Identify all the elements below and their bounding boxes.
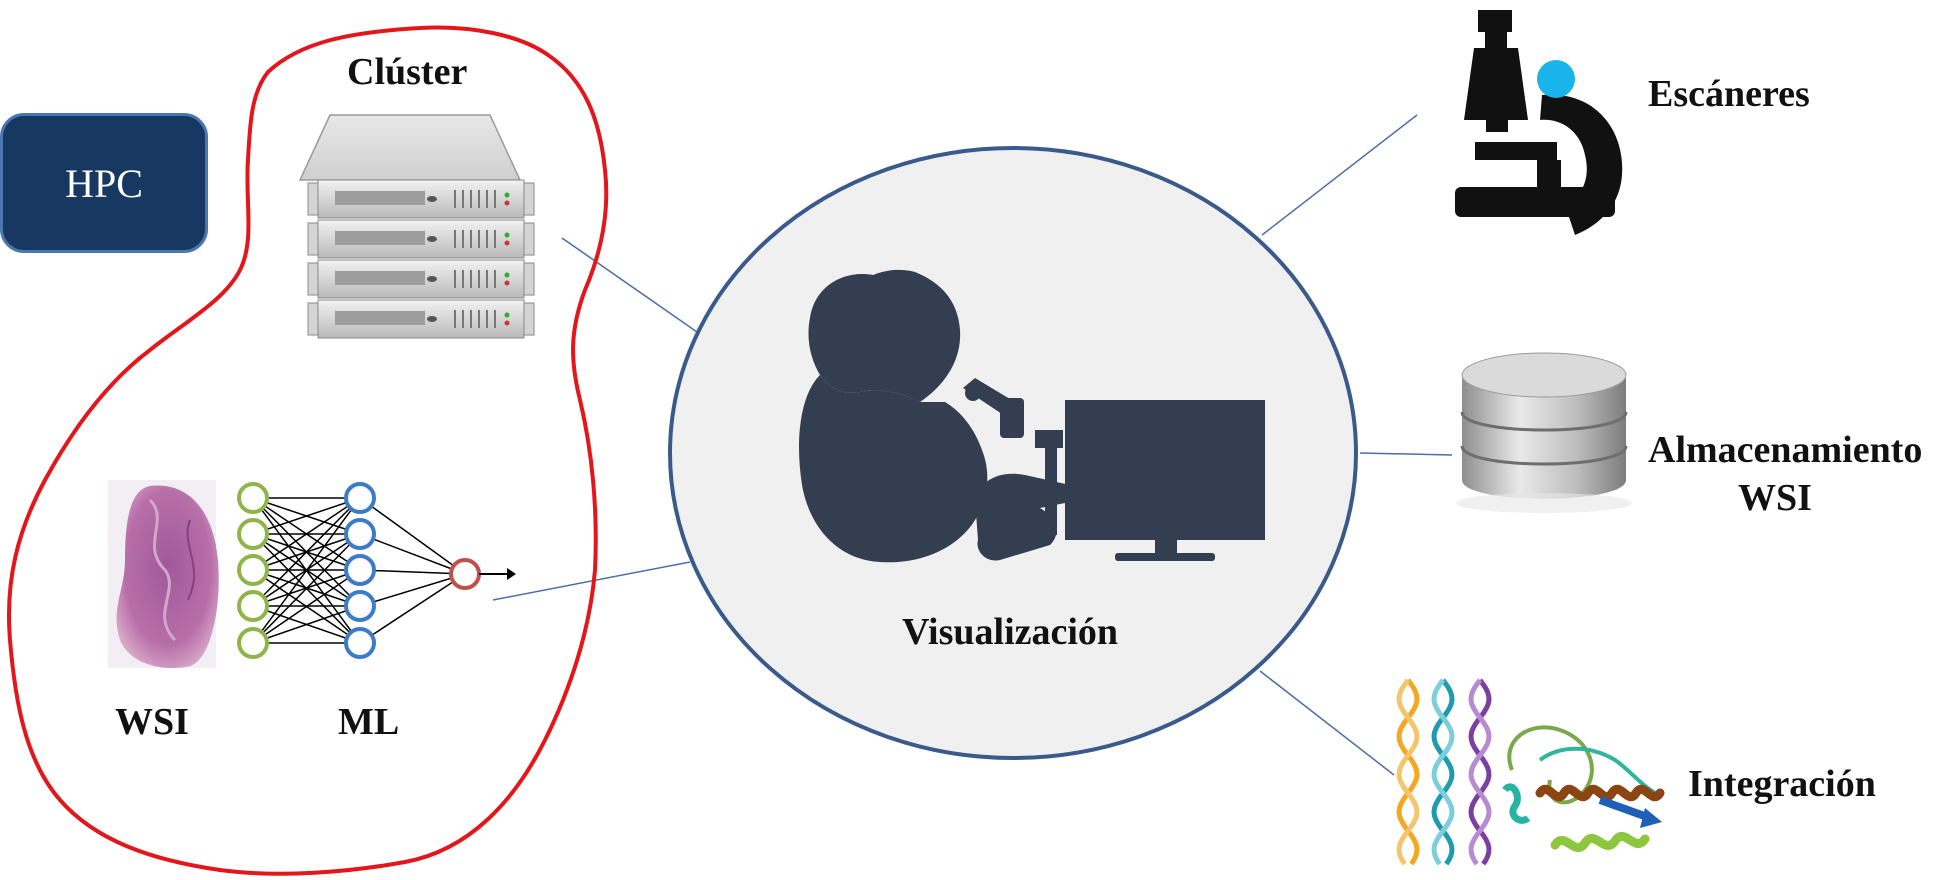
dna-strand bbox=[1396, 678, 1420, 866]
nn-hidden-node bbox=[344, 518, 376, 550]
nn-hidden-node bbox=[344, 627, 376, 659]
integration-label: Integración bbox=[1688, 763, 1876, 805]
nn-hidden-node bbox=[344, 590, 376, 622]
dna-strand bbox=[1396, 678, 1420, 866]
cluster-outline bbox=[6, 25, 609, 876]
pathologist-microscope-icon bbox=[799, 269, 1265, 563]
visualization-label: Visualización bbox=[902, 611, 1119, 653]
dna-strand bbox=[1431, 678, 1455, 866]
neural-network-icon bbox=[237, 482, 516, 659]
nn-hidden-node bbox=[344, 554, 376, 586]
scanners-label: Escáneres bbox=[1648, 73, 1810, 115]
storage-label-line1: Almacenamiento bbox=[1648, 429, 1923, 471]
wsi-label: WSI bbox=[115, 701, 189, 743]
server-rack-icon bbox=[298, 114, 535, 339]
dna-strand bbox=[1431, 678, 1455, 866]
storage-label-line2: WSI bbox=[1738, 477, 1812, 519]
dna-strand bbox=[1468, 678, 1492, 866]
hpc-box: HPC bbox=[0, 113, 208, 253]
nn-input-node bbox=[237, 482, 269, 514]
hpc-label: HPC bbox=[65, 160, 143, 206]
nn-hidden-node bbox=[344, 482, 376, 514]
dna-strand bbox=[1468, 678, 1492, 866]
dna-protein-icon bbox=[1396, 678, 1665, 866]
database-icon bbox=[1456, 352, 1632, 513]
nn-input-node bbox=[237, 518, 269, 550]
nn-input-node bbox=[237, 554, 269, 586]
nn-input-node bbox=[237, 627, 269, 659]
connector-lines bbox=[492, 114, 1453, 776]
tissue-slide-icon bbox=[108, 480, 219, 669]
nn-input-node bbox=[237, 590, 269, 622]
microscope-icon bbox=[1455, 10, 1623, 236]
cluster-label: Clúster bbox=[347, 51, 468, 93]
ml-label: ML bbox=[338, 701, 400, 743]
